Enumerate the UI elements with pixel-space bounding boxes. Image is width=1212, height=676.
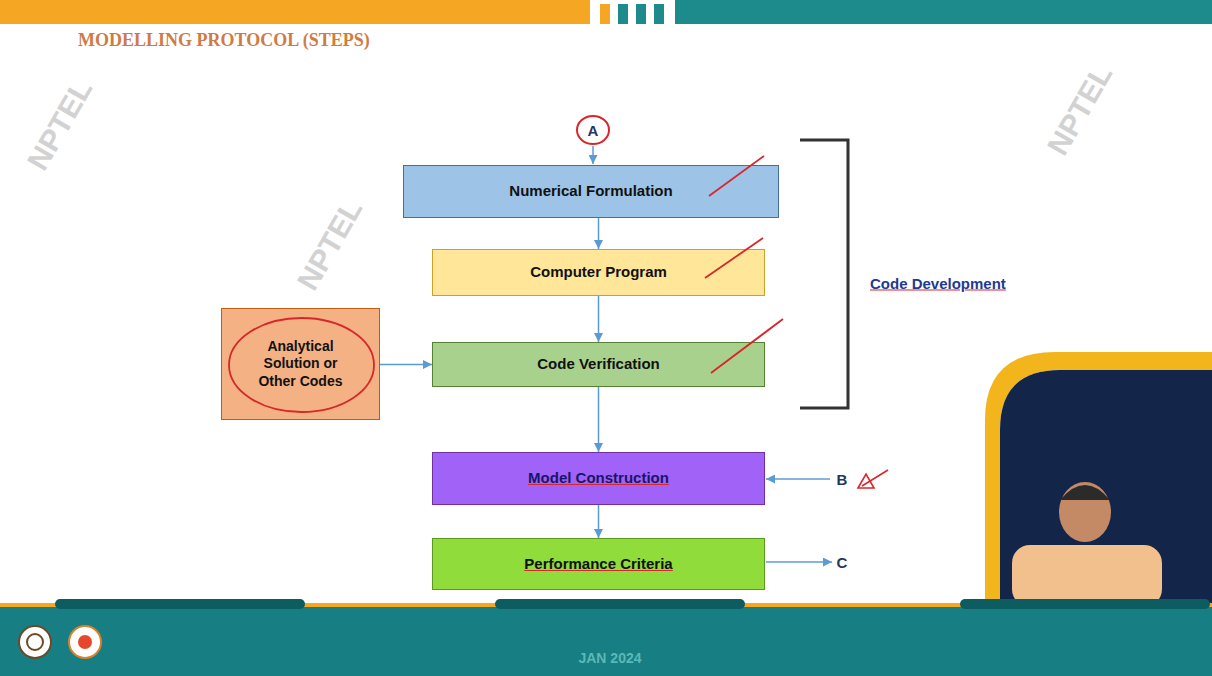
- box-text: Analytical Solution or Other Codes: [251, 338, 351, 391]
- top-block: [636, 4, 646, 24]
- process-box: Code Verification: [432, 342, 765, 387]
- process-box: Model Construction: [432, 452, 765, 505]
- top-bar: [675, 0, 1212, 24]
- presenter-head: [1059, 482, 1111, 542]
- slide-title: MODELLING PROTOCOL (STEPS): [78, 30, 370, 51]
- reference-box: Analytical Solution or Other Codes: [221, 308, 380, 420]
- output-arrow: [766, 561, 832, 563]
- top-bar: [0, 0, 590, 24]
- box-text: Numerical Formulation: [509, 182, 672, 201]
- presenter-body: [1012, 545, 1162, 607]
- annotation-circle: [229, 318, 374, 412]
- institute-logo: [27, 634, 43, 650]
- box-text: Performance Criteria: [524, 555, 672, 574]
- annotation-circle: [577, 116, 609, 144]
- institute-logo: [19, 626, 51, 658]
- flow-arrow: [598, 218, 600, 249]
- watermark: NPTEL: [21, 74, 100, 176]
- annotation-tick: [711, 319, 783, 373]
- presenter-hair: [1060, 485, 1110, 500]
- flow-arrow: [598, 296, 600, 342]
- annotation-mark: [862, 470, 888, 486]
- flow-arrow: [598, 505, 600, 538]
- input-arrow: [766, 478, 830, 480]
- date-watermark: JAN 2024: [578, 650, 641, 666]
- box-text: Model Construction: [528, 469, 669, 488]
- box-text: Code Verification: [537, 355, 660, 374]
- annotation-tick: [709, 156, 764, 196]
- watermark: NPTEL: [1041, 59, 1120, 161]
- flow-arrow: [380, 364, 432, 366]
- input-letter: B: [837, 471, 848, 488]
- input-arrow: [592, 146, 594, 164]
- watermark: NPTEL: [291, 194, 370, 296]
- flow-arrow: [598, 387, 600, 452]
- top-block: [618, 4, 628, 24]
- group-label: Code Development: [870, 275, 1006, 292]
- nptel-logo: [69, 626, 101, 658]
- output-letter: C: [837, 554, 848, 571]
- top-block: [600, 4, 610, 24]
- top-block: [654, 4, 664, 24]
- process-box: Computer Program: [432, 249, 765, 296]
- annotation-tick: [705, 238, 763, 278]
- box-text: Computer Program: [530, 263, 667, 282]
- bottom-tab: [960, 599, 1210, 609]
- nptel-logo: [78, 635, 92, 649]
- bottom-bar: [0, 607, 1212, 676]
- input-letter: A: [588, 122, 599, 139]
- bottom-tab: [495, 599, 745, 609]
- process-box: Performance Criteria: [432, 538, 765, 590]
- bottom-tab: [55, 599, 305, 609]
- bracket: [800, 140, 848, 408]
- process-box: Numerical Formulation: [403, 165, 779, 218]
